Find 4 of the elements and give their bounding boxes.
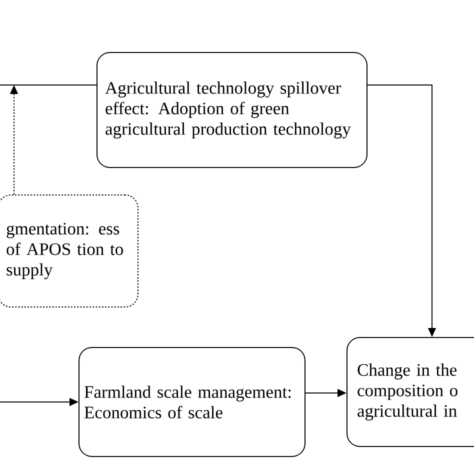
process-box: gmentation: ess of APOS tion to supply (0, 194, 138, 308)
process-box: Change in the composition o agricultural in (346, 337, 474, 447)
process-box: Farmland scale management: Economics of scale (78, 347, 306, 457)
process-box: Agricultural technology spillover effect: Adoption of green agricultural production technology (96, 52, 368, 168)
